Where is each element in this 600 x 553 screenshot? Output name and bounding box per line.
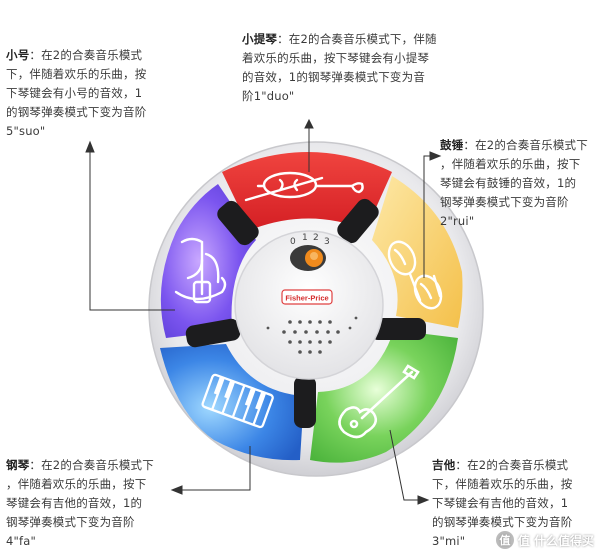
annotation-violin-title: 小提琴 — [242, 32, 278, 46]
piano-icon — [201, 373, 274, 429]
annotation-guitar-line-0: ：在2的合奏音乐模式 — [455, 458, 569, 472]
leader-lines — [85, 118, 442, 505]
annotation-violin: 小提琴：在2的合奏音乐模式下，伴随 着欢乐的乐曲，按下琴键会有小提琴 的音效，1… — [242, 30, 472, 106]
watermark-logo-icon: 值 — [495, 531, 514, 549]
annotation-guitar-title: 吉他 — [432, 458, 456, 472]
annotation-piano-line-0: ：在2的合奏音乐模式下 — [29, 458, 154, 472]
annotation-trumpet-line-3: 的钢琴弹奏模式下变为音阶 — [6, 105, 147, 119]
watermark-text: 值 什么值得买 — [517, 533, 594, 548]
annotation-violin-line-3: 阶1"duo" — [242, 89, 295, 103]
key-piano[interactable] — [160, 344, 304, 461]
annotation-guitar-line-3: 的钢琴弹奏模式下变为音阶 — [432, 515, 573, 529]
annotation-guitar-line-2: 下琴键会有吉他的音效，1 — [432, 496, 569, 510]
annotation-drum-title: 鼓锤 — [440, 138, 464, 152]
mode-label-1: 1 — [302, 233, 308, 243]
annotation-drum: 鼓锤：在2的合奏音乐模式下 ，伴随着欢乐的乐曲，按下 琴键会有鼓锤的音效，1的 … — [440, 136, 600, 231]
mode-switch-knob[interactable] — [290, 245, 326, 271]
annotation-piano-line-2: 琴键会有吉他的音效，1的 — [6, 496, 143, 510]
annotation-drum-line-3: 钢琴弹奏模式下变为音阶2"rui" — [440, 195, 569, 228]
mode-label-3: 3 — [324, 237, 330, 247]
annotation-trumpet-line-1: 下，伴随着欢乐的乐曲，按 — [6, 67, 147, 81]
guitar-icon — [338, 364, 420, 439]
annotation-piano: 钢琴：在2的合奏音乐模式下 ，伴随着欢乐的乐曲，按下 琴键会有吉他的音效，1的 … — [6, 456, 176, 551]
annotation-piano-line-4: 4"fa" — [6, 534, 36, 548]
drum-icon — [387, 240, 443, 310]
mode-label-0: 0 — [290, 237, 296, 247]
annotation-piano-line-1: ，伴随着欢乐的乐曲，按下 — [6, 477, 147, 491]
annotation-piano-title: 钢琴 — [6, 458, 30, 472]
annotation-trumpet: 小号：在2的合奏音乐模式 下，伴随着欢乐的乐曲，按 下琴键会有小号的音效，1 的… — [6, 46, 176, 141]
trumpet-icon — [174, 237, 227, 304]
annotation-guitar: 吉他：在2的合奏音乐模式 下，伴随着欢乐的乐曲，按 下琴键会有吉他的音效，1 的… — [432, 456, 598, 551]
svg-text:Fisher-Price: Fisher-Price — [285, 294, 328, 303]
annotation-trumpet-title: 小号 — [6, 48, 30, 62]
speaker-grill — [266, 316, 358, 354]
annotation-violin-line-0: ：在2的合奏音乐模式下，伴随 — [277, 32, 437, 46]
annotation-guitar-line-1: 下，伴随着欢乐的乐曲，按 — [432, 477, 573, 491]
key-pegs — [185, 198, 426, 428]
annotation-trumpet-line-2: 下琴键会有小号的音效，1 — [6, 86, 143, 100]
annotation-drum-line-1: ，伴随着欢乐的乐曲，按下 — [440, 157, 581, 171]
annotation-drum-line-0: ：在2的合奏音乐模式下 — [463, 138, 588, 152]
annotation-piano-line-3: 钢琴弹奏模式下变为音阶 — [6, 515, 135, 529]
annotation-trumpet-line-4: 5"suo" — [6, 124, 46, 138]
annotation-violin-line-1: 着欢乐的乐曲，按下琴键会有小提琴 — [242, 51, 430, 65]
violin-icon — [244, 171, 364, 202]
key-violin[interactable] — [222, 152, 392, 230]
brand-logo: Fisher-Price — [281, 289, 333, 305]
annotation-violin-line-2: 的音效，1的钢琴弹奏模式下变为音 — [242, 70, 426, 84]
annotation-trumpet-line-0: ：在2的合奏音乐模式 — [29, 48, 143, 62]
center-panel — [234, 230, 384, 380]
annotation-drum-line-2: 琴键会有鼓锤的音效，1的 — [440, 176, 577, 190]
mode-label-2: 2 — [313, 233, 319, 243]
annotation-guitar-line-4: 3"mi" — [432, 534, 466, 548]
watermark: 值 值 什么值得买 — [495, 531, 594, 549]
